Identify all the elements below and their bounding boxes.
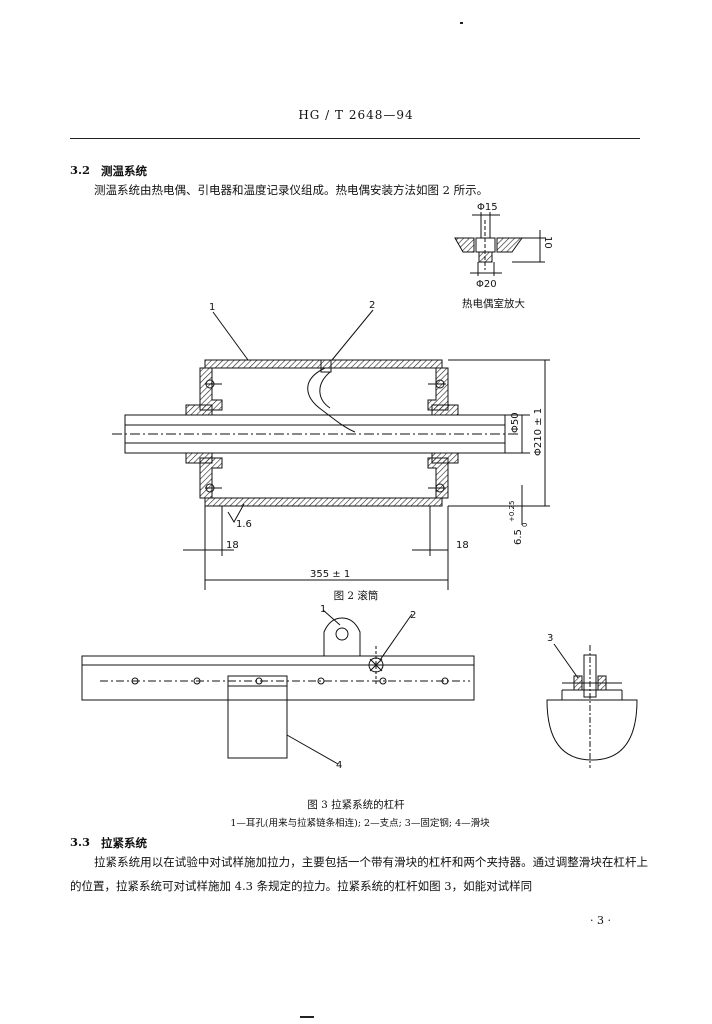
inset-caption: 热电偶室放大: [462, 297, 525, 310]
lever-drawing: [81, 609, 638, 768]
dim-18-right: 18: [456, 540, 469, 551]
figure-3-legend: 1—耳孔(用来与拉紧链条相连); 2—支点; 3—固定钢; 4—滑块: [230, 818, 490, 829]
thermocouple-inset-drawing: [454, 212, 545, 276]
dim-355: 355 ± 1: [310, 569, 350, 580]
roughness-value: 1.6: [236, 519, 252, 530]
drum-drawing: [112, 309, 550, 590]
page-header: HG / T 2648—94: [298, 108, 414, 122]
scan-speck: [300, 1016, 314, 1018]
section-3-2-title: 测温系统: [101, 164, 147, 178]
dim-6-5: 6.5: [513, 529, 524, 545]
section-3-2-text: 测温系统由热电偶、引电器和温度记录仪组成。热电偶安装方法如图 2 所示。: [94, 183, 489, 197]
figure-3-caption: 图 3 拉紧系统的杠杆: [307, 799, 405, 811]
section-3-3-title: 拉紧系统: [101, 836, 147, 850]
section-3-3-text: 拉紧系统用以在试验中对试样施加拉力，主要包括一个带有滑块的杠杆和两个夹持器。通过…: [70, 855, 648, 893]
lever-label-2: 2: [410, 610, 416, 621]
dim-10: 10: [542, 236, 553, 249]
lever-label-4: 4: [336, 760, 342, 771]
dim-phi15: Φ15: [477, 202, 498, 213]
dim-phi50: Φ50: [510, 412, 521, 433]
lever-label-3: 3: [547, 633, 553, 644]
dim-tolerance-lower: 0: [521, 523, 529, 527]
drum-label-2: 2: [369, 300, 375, 311]
dim-18-left: 18: [226, 540, 239, 551]
page-number: · 3 ·: [590, 914, 611, 927]
dim-tolerance-upper: +0.25: [508, 501, 516, 522]
lever-label-1: 1: [320, 604, 326, 615]
section-3-3-number: 3.3: [70, 835, 91, 849]
drum-label-1: 1: [209, 302, 215, 313]
header-rule: [70, 138, 640, 139]
dim-phi20: Φ20: [476, 279, 497, 290]
figure-2-caption: 图 2 滚筒: [333, 590, 379, 602]
section-3-2-number: 3.2: [70, 163, 91, 177]
dim-phi210: Φ210 ± 1: [533, 408, 544, 456]
scan-speck: [460, 22, 463, 24]
